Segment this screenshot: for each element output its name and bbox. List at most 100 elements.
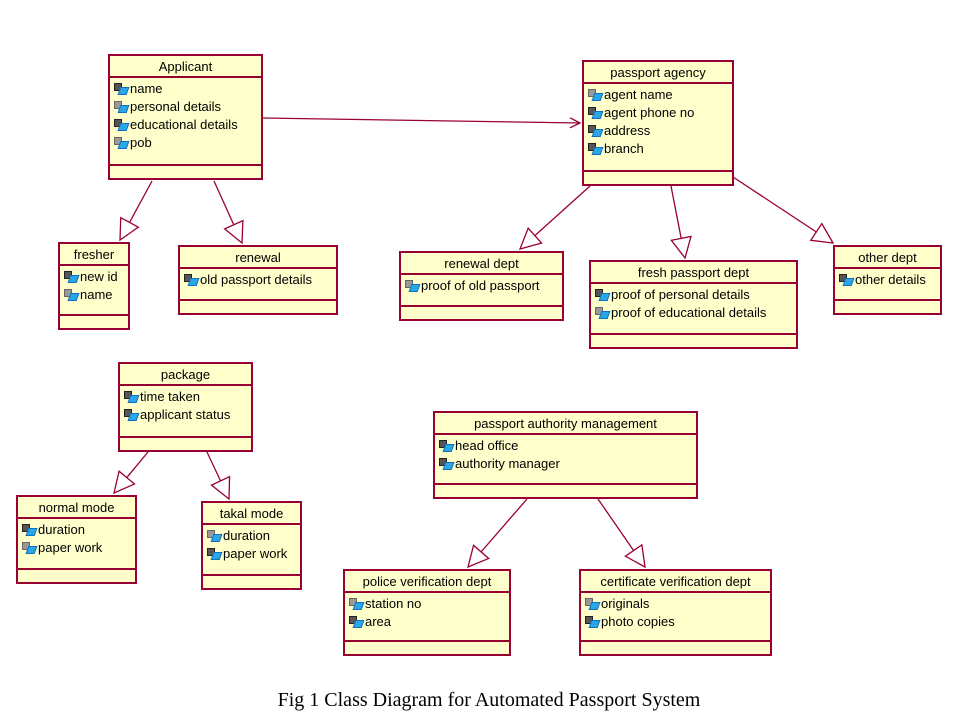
protected-attribute-icon [587,142,604,156]
class-attribute[interactable]: name [63,286,126,304]
operation-compartment [203,576,300,588]
private-attribute-icon [594,306,611,320]
class-attribute[interactable]: paper work [21,539,133,557]
private-attribute-icon [113,100,130,114]
protected-attribute-icon [838,273,855,287]
class-attribute[interactable]: photo copies [584,613,768,631]
attribute-compartment: old passport details [180,269,336,301]
class-attribute[interactable]: proof of educational details [594,304,794,322]
protected-attribute-icon [183,273,200,287]
class-attribute[interactable]: address [587,122,730,140]
private-attribute-icon [113,136,130,150]
attribute-label: paper work [223,546,288,561]
figure-caption: Fig 1 Class Diagram for Automated Passpo… [277,689,701,711]
attribute-label: originals [601,596,650,611]
attribute-label: photo copies [601,614,675,629]
private-attribute-icon [587,88,604,102]
class-box-renewal[interactable]: renewal old passport details [178,245,338,315]
class-name: police verification dept [345,571,509,593]
class-attribute[interactable]: authority manager [438,455,694,473]
generalization-arrowhead [113,470,136,495]
private-attribute-icon [404,279,421,293]
class-attribute[interactable]: originals [584,595,768,613]
operation-compartment [120,438,251,450]
operation-compartment [401,307,562,319]
attribute-label: proof of old passport [421,278,540,293]
class-attribute[interactable]: new id [63,268,126,286]
class-name: other dept [835,247,940,269]
class-attribute[interactable]: name [113,80,259,98]
class-attribute[interactable]: paper work [206,545,298,563]
protected-attribute-icon [348,615,365,629]
protected-attribute-icon [594,288,611,302]
attribute-compartment: duration paper work [18,519,135,570]
class-attribute[interactable]: duration [206,527,298,545]
attribute-label: duration [223,528,270,543]
class-attribute[interactable]: educational details [113,116,259,134]
class-attribute[interactable]: area [348,613,507,631]
class-box-police-verification-dept[interactable]: police verification dept station no area [343,569,511,656]
class-box-fresh-passport-dept[interactable]: fresh passport dept proof of personal det… [589,260,798,349]
operation-compartment [18,570,135,582]
class-attribute[interactable]: old passport details [183,271,334,289]
class-attribute[interactable]: agent phone no [587,104,730,122]
class-attribute[interactable]: time taken [123,388,249,406]
generalization-arrowhead [809,222,835,244]
attribute-label: authority manager [455,456,560,471]
class-attribute[interactable]: station no [348,595,507,613]
class-name: renewal [180,247,336,269]
class-attribute[interactable]: pob [113,134,259,152]
attribute-label: proof of educational details [611,305,767,320]
attribute-compartment: station no area [345,593,509,642]
attribute-label: station no [365,596,422,611]
class-name: certificate verification dept [581,571,770,593]
attribute-label: agent phone no [604,105,695,120]
generalization-arrowhead [670,235,692,260]
class-attribute[interactable]: proof of personal details [594,286,794,304]
class-attribute[interactable]: personal details [113,98,259,116]
attribute-compartment: originals photo copies [581,593,770,642]
class-attribute[interactable]: head office [438,437,694,455]
attribute-label: new id [80,269,118,284]
class-attribute[interactable]: proof of old passport [404,277,560,295]
generalization-arrowhead [518,226,543,250]
class-attribute[interactable]: agent name [587,86,730,104]
class-box-other-dept[interactable]: other dept other details [833,245,942,315]
attribute-label: applicant status [140,407,231,422]
operation-compartment [60,316,128,328]
protected-attribute-icon [63,270,80,284]
attribute-label: branch [604,141,644,156]
attribute-label: proof of personal details [611,287,750,302]
attribute-label: personal details [130,99,222,114]
class-attribute[interactable]: applicant status [123,406,249,424]
class-attribute[interactable]: duration [21,521,133,539]
operation-compartment [591,335,796,347]
protected-attribute-icon [587,106,604,120]
attribute-label: other details [855,272,926,287]
protected-attribute-icon [584,615,601,629]
attribute-label: old passport details [200,272,313,287]
class-attribute[interactable]: other details [838,271,938,289]
operation-compartment [345,642,509,654]
attribute-label: duration [38,522,85,537]
attribute-label: educational details [130,117,238,132]
class-name: fresh passport dept [591,262,796,284]
class-box-certificate-verification-dept[interactable]: certificate verification dept originals ph… [579,569,772,656]
attribute-label: area [365,614,392,629]
association-line-applicant-to-passport-agency [262,117,581,124]
protected-attribute-icon [438,457,455,471]
protected-attribute-icon [206,547,223,561]
class-attribute[interactable]: branch [587,140,730,158]
class-name: package [120,364,251,386]
